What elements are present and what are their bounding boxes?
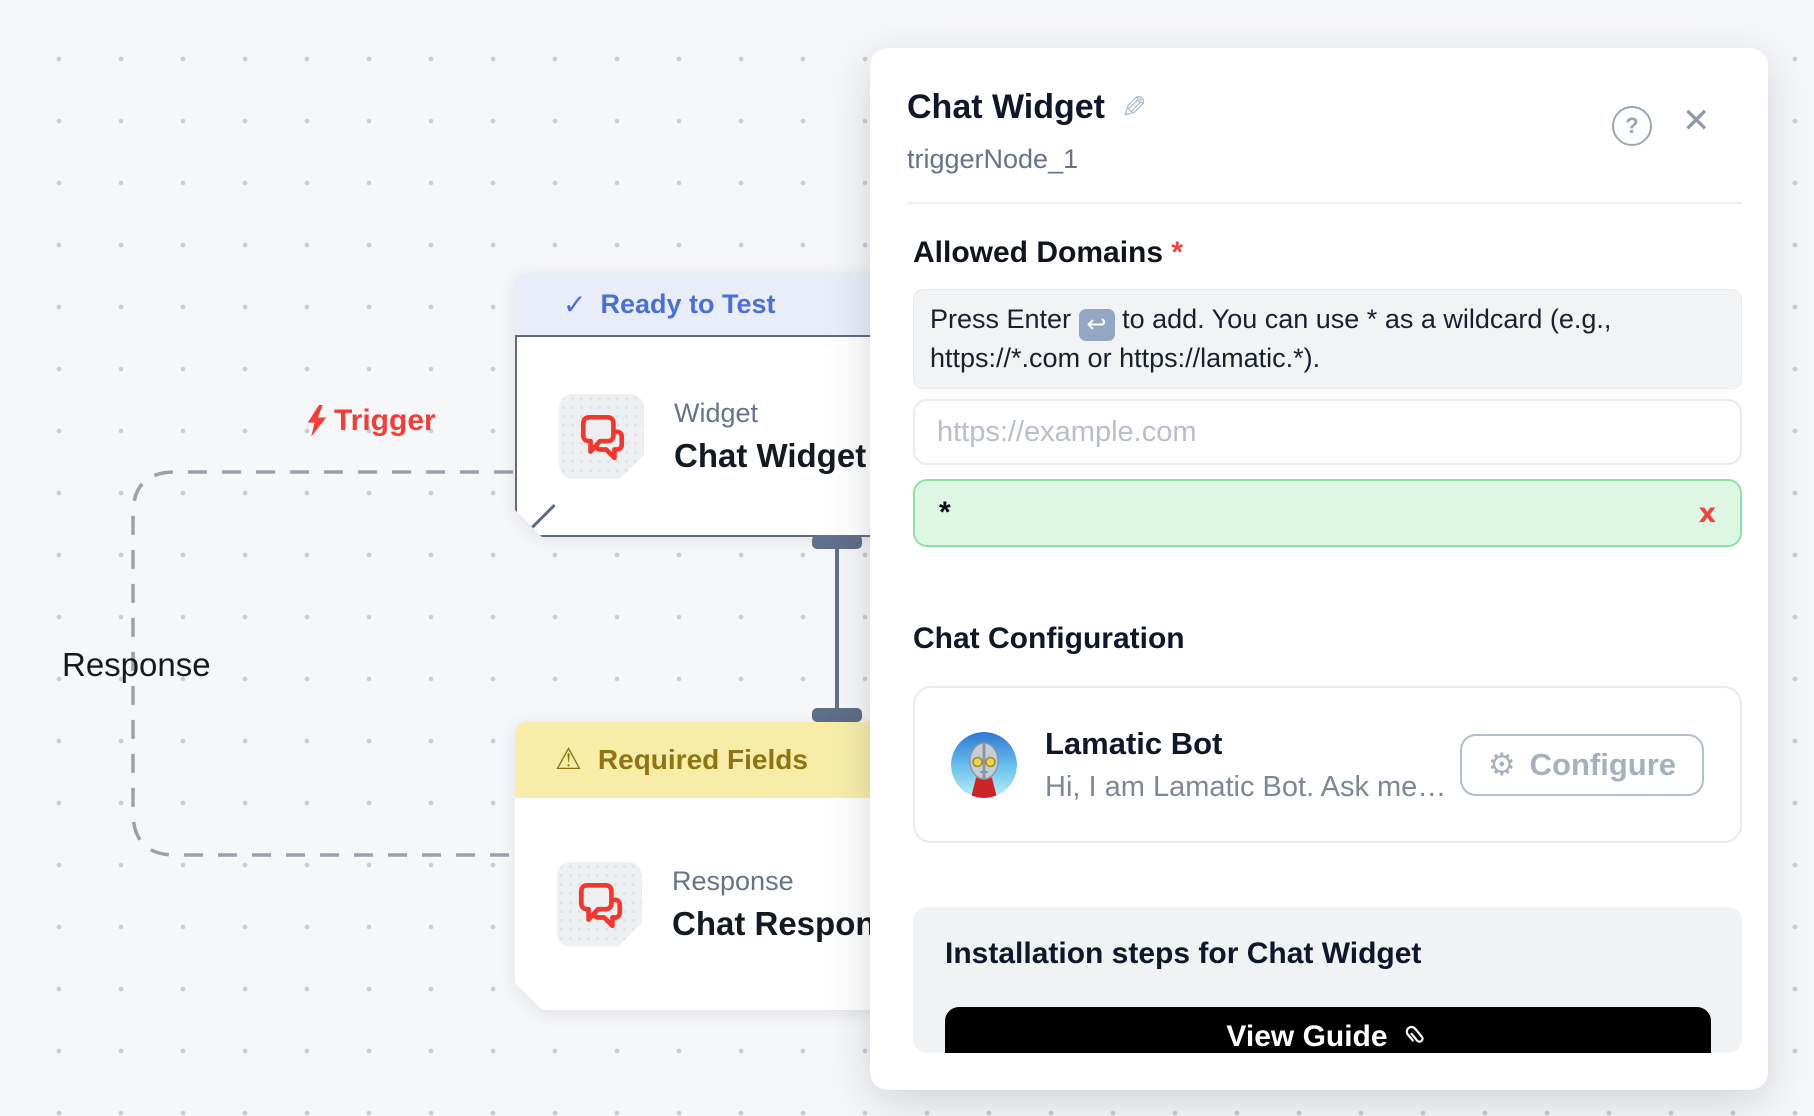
lightning-icon	[307, 405, 327, 437]
bot-avatar	[951, 731, 1017, 798]
panel-title-row: Chat Widget ✎	[907, 88, 1147, 127]
chat-bubbles-icon	[573, 877, 627, 931]
node-config-panel: Chat Widget ✎ triggerNode_1 ? ✕ Allowed …	[870, 48, 1768, 1090]
node2-input-port[interactable]	[812, 708, 862, 722]
bevel-border	[517, 503, 556, 537]
chat-widget-icon-tile	[559, 394, 644, 479]
required-asterisk: *	[1171, 236, 1184, 269]
bot-config-card: Lamatic Bot Hi, I am Lamatic Bot. Ask me…	[913, 686, 1742, 843]
domain-input[interactable]	[913, 399, 1742, 465]
configure-label: Configure	[1529, 746, 1676, 782]
required-fields-badge: ⚠ Required Fields	[515, 722, 890, 798]
node1-output-port[interactable]	[812, 535, 862, 549]
chat-configuration-heading: Chat Configuration	[913, 622, 1185, 655]
header-divider	[907, 202, 1742, 204]
allowed-domains-hint: Press Enter ↩ to add. You can use * as a…	[913, 289, 1742, 389]
configure-button[interactable]: ⚙ Configure	[1459, 733, 1704, 796]
installation-heading: Installation steps for Chat Widget	[945, 937, 1422, 970]
node-title: Chat Widget	[674, 436, 867, 474]
node-category: Widget	[674, 397, 759, 428]
node-title: Chat Response	[672, 904, 890, 942]
panel-title: Chat Widget	[907, 88, 1106, 126]
edit-pencil-icon[interactable]: ✎	[1121, 89, 1147, 126]
trigger-edge-text: Trigger	[334, 404, 436, 437]
chat-bubbles-icon	[575, 409, 629, 463]
response-edge-label: Response	[62, 646, 211, 684]
check-icon: ✓	[563, 287, 587, 321]
chat-widget-card[interactable]: Widget Chat Widget	[515, 335, 890, 537]
node-chat-widget[interactable]: ✓ Ready to Test Widget Chat Widget	[515, 273, 890, 537]
ready-to-test-label: Ready to Test	[600, 288, 776, 319]
enter-key-icon: ↩	[1078, 308, 1115, 341]
installation-steps-box: Installation steps for Chat Widget View …	[913, 907, 1742, 1053]
response-edge-text: Response	[62, 646, 211, 683]
domain-tag-value: *	[939, 496, 951, 529]
paperclip-icon	[1405, 1025, 1424, 1043]
help-icon[interactable]: ?	[1612, 106, 1652, 146]
trigger-edge-label: Trigger	[306, 404, 436, 438]
gear-icon: ⚙	[1487, 746, 1516, 783]
node-id: triggerNode_1	[907, 144, 1079, 174]
remove-tag-icon[interactable]: x	[1698, 497, 1716, 529]
domain-tag-wildcard: * x	[913, 479, 1742, 547]
warning-icon: ⚠	[555, 742, 582, 777]
bot-description: Hi, I am Lamatic Bot. Ask me…	[1045, 770, 1447, 803]
allowed-domains-label: Allowed Domains *	[913, 236, 1184, 269]
bot-name: Lamatic Bot	[1045, 725, 1223, 761]
view-guide-button[interactable]: View Guide	[945, 1007, 1711, 1053]
node-category: Response	[672, 865, 794, 896]
close-icon[interactable]: ✕	[1682, 101, 1711, 141]
node-connector-wire	[835, 549, 839, 709]
chat-response-card[interactable]: Response Chat Response	[515, 798, 890, 1010]
chat-response-icon-tile	[557, 862, 642, 947]
ready-to-test-badge: ✓ Ready to Test	[515, 273, 890, 335]
required-fields-label: Required Fields	[597, 744, 808, 775]
view-guide-label: View Guide	[1226, 1020, 1388, 1053]
node-chat-response[interactable]: ⚠ Required Fields Response Chat Response	[515, 722, 890, 1010]
